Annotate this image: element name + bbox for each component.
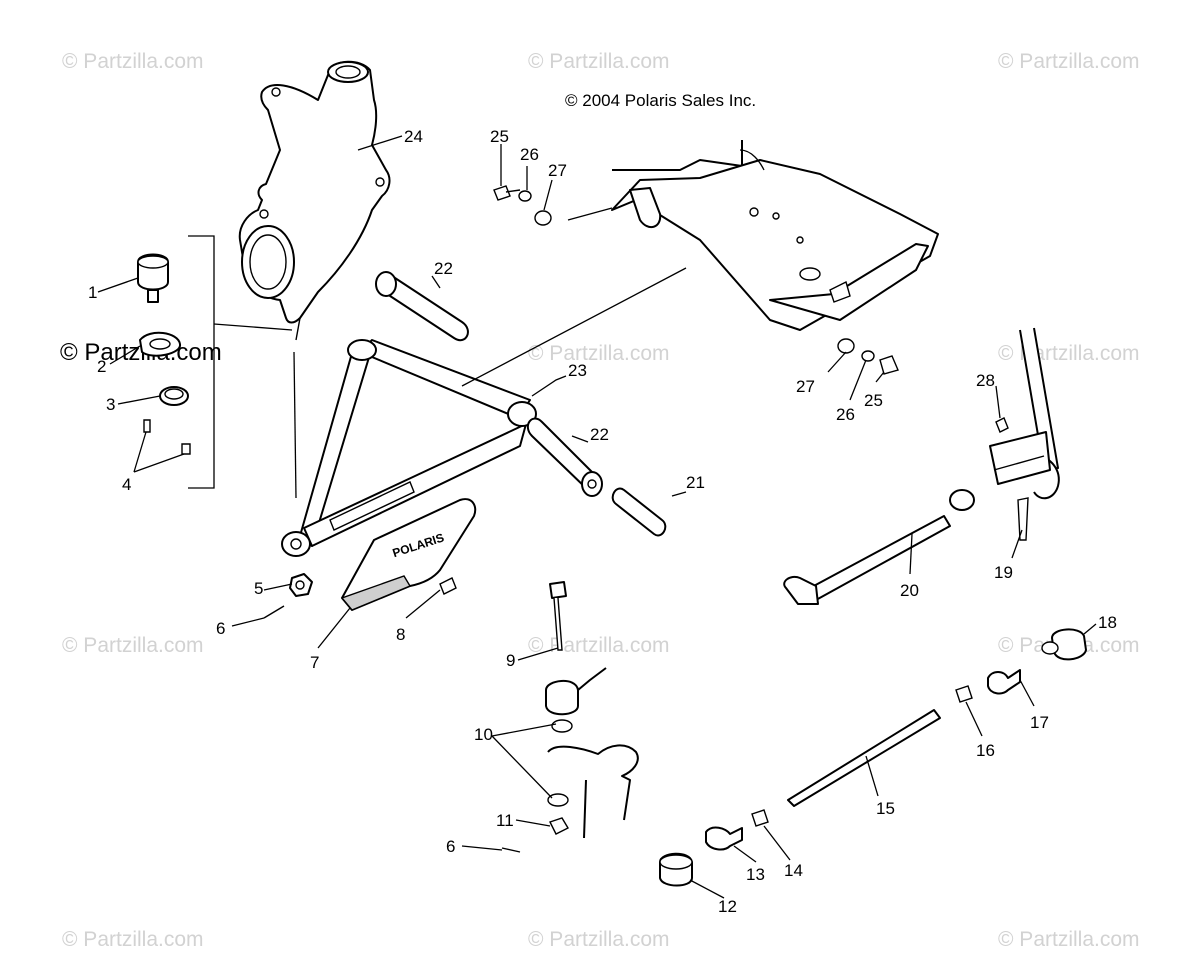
bushing bbox=[545, 667, 607, 716]
callout-22: 22 bbox=[434, 259, 453, 278]
bolt-25 bbox=[493, 185, 511, 201]
nut-5 bbox=[289, 573, 313, 597]
watermark: © Partzilla.com bbox=[528, 928, 670, 951]
watermarks: © Partzilla.com © Partzilla.com © Partzi… bbox=[60, 50, 1140, 951]
bushing-21 bbox=[611, 487, 667, 537]
frame-bracket bbox=[547, 744, 639, 821]
callout-26: 26 bbox=[520, 145, 539, 164]
rod-end-12 bbox=[659, 852, 693, 887]
callout-4: 4 bbox=[122, 475, 131, 494]
callout-19: 19 bbox=[994, 563, 1013, 582]
watermark: © Partzilla.com bbox=[998, 928, 1140, 951]
leader bbox=[213, 323, 293, 331]
callout-16: 16 bbox=[976, 741, 995, 760]
watermark: © Partzilla.com bbox=[998, 50, 1140, 73]
copyright-notice: © 2004 Polaris Sales Inc. bbox=[565, 91, 756, 110]
nut-14 bbox=[751, 809, 769, 827]
watermark: © Partzilla.com bbox=[528, 50, 670, 73]
callout-7: 7 bbox=[310, 653, 319, 672]
callout-5: 5 bbox=[254, 579, 263, 598]
callout-14: 14 bbox=[784, 861, 803, 880]
callout-8: 8 bbox=[396, 625, 405, 644]
cotter-pin-6 bbox=[501, 847, 521, 853]
tie-rod-20 bbox=[783, 489, 975, 605]
bolt-shank bbox=[505, 189, 521, 193]
a-arm-23 bbox=[281, 339, 537, 557]
callout-2: 2 bbox=[97, 357, 106, 376]
callout-3: 3 bbox=[106, 395, 115, 414]
watermark: © Partzilla.com bbox=[528, 634, 670, 657]
pivot-tube-22 bbox=[375, 271, 469, 341]
callout-22: 22 bbox=[590, 425, 609, 444]
callout-9: 9 bbox=[506, 651, 515, 670]
washer-10 bbox=[547, 793, 569, 807]
callout-17: 17 bbox=[1030, 713, 1049, 732]
assembly-line bbox=[461, 267, 687, 387]
washer-26 bbox=[518, 190, 532, 202]
bolt-9 bbox=[549, 581, 567, 651]
watermark: © Partzilla.com bbox=[528, 342, 670, 365]
watermark: © Partzilla.com bbox=[62, 634, 204, 657]
callout-10: 10 bbox=[474, 725, 493, 744]
nut-11 bbox=[549, 817, 569, 835]
frame bbox=[567, 140, 939, 331]
screw-4 bbox=[143, 419, 191, 455]
nut-16 bbox=[955, 685, 973, 703]
callout-15: 15 bbox=[876, 799, 895, 818]
rod-end-17 bbox=[987, 669, 1021, 695]
callout-1: 1 bbox=[88, 283, 97, 302]
callout-26: 26 bbox=[836, 405, 855, 424]
watermark: © Partzilla.com bbox=[62, 50, 204, 73]
screw-8 bbox=[439, 577, 457, 595]
bolt-25 bbox=[879, 355, 899, 375]
bolt-19 bbox=[1017, 497, 1029, 541]
group-bracket bbox=[188, 235, 215, 489]
callout-12: 12 bbox=[718, 897, 737, 916]
callout-25: 25 bbox=[490, 127, 509, 146]
washer-26 bbox=[861, 350, 875, 362]
leader bbox=[293, 351, 297, 499]
seal-2 bbox=[139, 331, 181, 357]
ball-joint-1 bbox=[137, 253, 169, 303]
callout-20: 20 bbox=[900, 581, 919, 600]
callout-27: 27 bbox=[796, 377, 815, 396]
callout-6: 6 bbox=[446, 837, 455, 856]
washer-27 bbox=[534, 210, 552, 226]
callout-27: 27 bbox=[548, 161, 567, 180]
callouts: 1 2 3 4 5 6 7 8 9 10 11 6 12 13 14 15 16… bbox=[88, 127, 1117, 916]
callout-23: 23 bbox=[568, 361, 587, 380]
nut-28 bbox=[995, 417, 1009, 433]
frame-bracket bbox=[583, 779, 587, 839]
rod-end-18 bbox=[1041, 628, 1087, 661]
skid-plate-7: POLARIS bbox=[340, 498, 477, 611]
cotter-pin-6 bbox=[263, 605, 285, 619]
pivot-tube-22 bbox=[526, 417, 603, 497]
leader-lines bbox=[97, 135, 1097, 899]
adjuster-rod-15 bbox=[787, 709, 941, 807]
callout-25: 25 bbox=[864, 391, 883, 410]
rod-end-13 bbox=[705, 826, 743, 851]
ring-3 bbox=[159, 386, 189, 406]
callout-11: 11 bbox=[496, 811, 514, 830]
watermark: © Partzilla.com bbox=[62, 928, 204, 951]
callout-28: 28 bbox=[976, 371, 995, 390]
washer-10 bbox=[551, 719, 573, 733]
spindle-24 bbox=[238, 60, 391, 341]
callout-6: 6 bbox=[216, 619, 225, 638]
callout-18: 18 bbox=[1098, 613, 1117, 632]
callout-24: 24 bbox=[404, 127, 423, 146]
callout-21: 21 bbox=[686, 473, 705, 492]
washer-27 bbox=[837, 338, 855, 354]
callout-13: 13 bbox=[746, 865, 765, 884]
watermark: © Partzilla.com bbox=[998, 342, 1140, 365]
steering-post bbox=[989, 327, 1060, 500]
